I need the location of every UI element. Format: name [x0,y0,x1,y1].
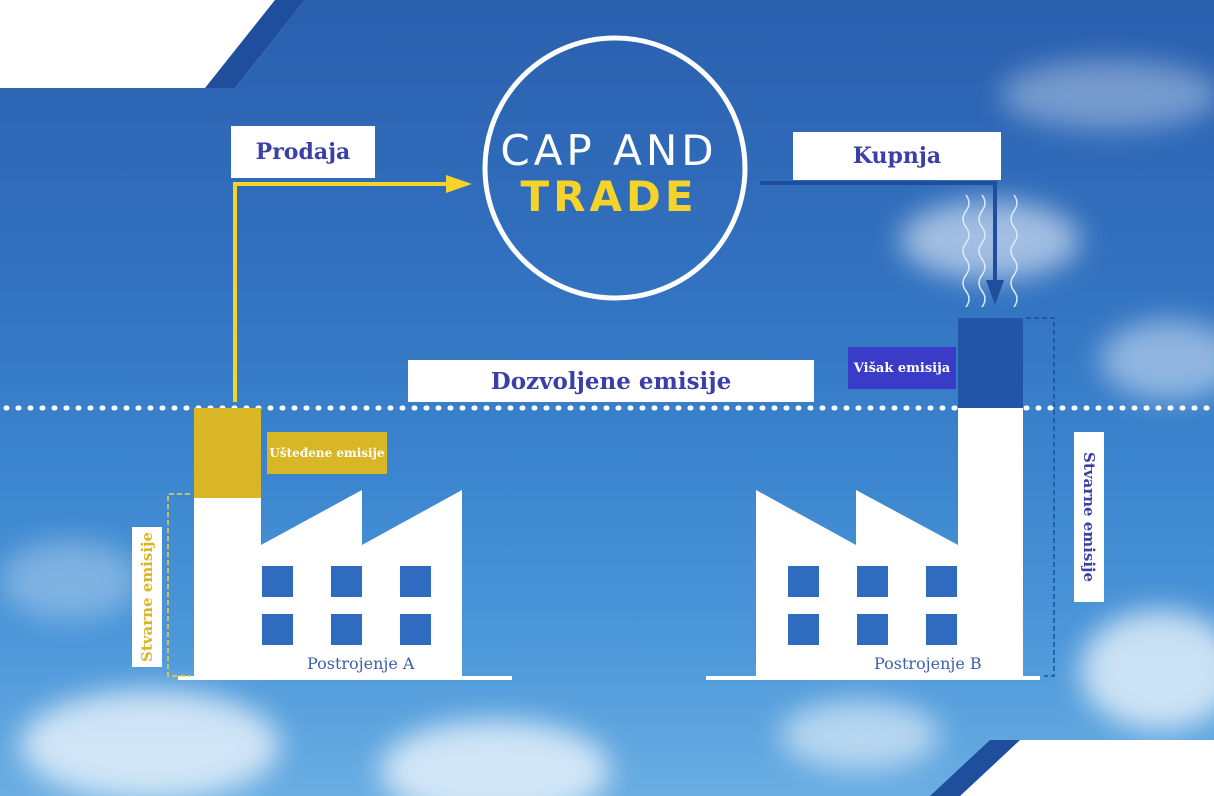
factory-b [706,317,1055,680]
factory-b-windows [788,566,957,645]
factory-a-building [194,490,462,680]
cloud [780,700,940,770]
dozvoljene-emisije-label: Dozvoljene emisije [408,360,814,402]
cloud [1100,320,1214,400]
saved-emissions-block [194,408,261,498]
stvarne-emisije-b-text: Stvarne emisije [1080,452,1098,582]
bottom-right-white-corner [960,740,1214,796]
cloud [1000,60,1214,130]
factory-b-ground [706,676,1040,680]
excess-emissions-block [958,318,1023,408]
factory-b-building [756,408,1023,680]
factory-b-bracket [1026,317,1055,677]
factory-a-ground [178,676,512,680]
cloud [0,540,140,620]
visak-emisija-label: Višak emisija [848,347,956,389]
stvarne-emisije-a-text: Stvarne emisije [138,532,156,662]
ustedene-emisije-label: Ušteđene emisije [267,432,387,474]
cap-and-trade-title: CAP AND TRADE [483,128,735,220]
smoke-line [978,194,986,308]
top-left-blue-stripe [205,0,305,88]
smoke-line [962,194,970,308]
title-line1: CAP AND [500,126,718,175]
prodaja-label: Prodaja [231,126,375,178]
kupnja-label: Kupnja [793,132,1001,180]
sale-arrow-head [446,175,472,193]
factory-a-bracket [167,493,190,677]
stvarne-emisije-b-label: Stvarne emisije [1074,432,1104,602]
plant-b-label: Postrojenje B [874,654,982,673]
factory-a [167,408,512,680]
stvarne-emisije-a-label: Stvarne emisije [132,527,162,667]
cap-and-trade-circle [482,35,748,301]
cloud [380,720,610,796]
cloud [900,200,1080,280]
plant-a-label: Postrojenje A [307,654,415,673]
factory-a-windows [262,566,431,645]
sale-arrow-line [233,182,448,402]
cloud [20,690,280,796]
title-line2: TRADE [520,172,698,221]
cloud [1080,610,1214,730]
smoke-line [1010,194,1018,308]
purchase-arrow-head [986,280,1004,305]
bottom-right-blue-stripe [930,740,1020,796]
purchase-arrow-line [760,181,997,282]
